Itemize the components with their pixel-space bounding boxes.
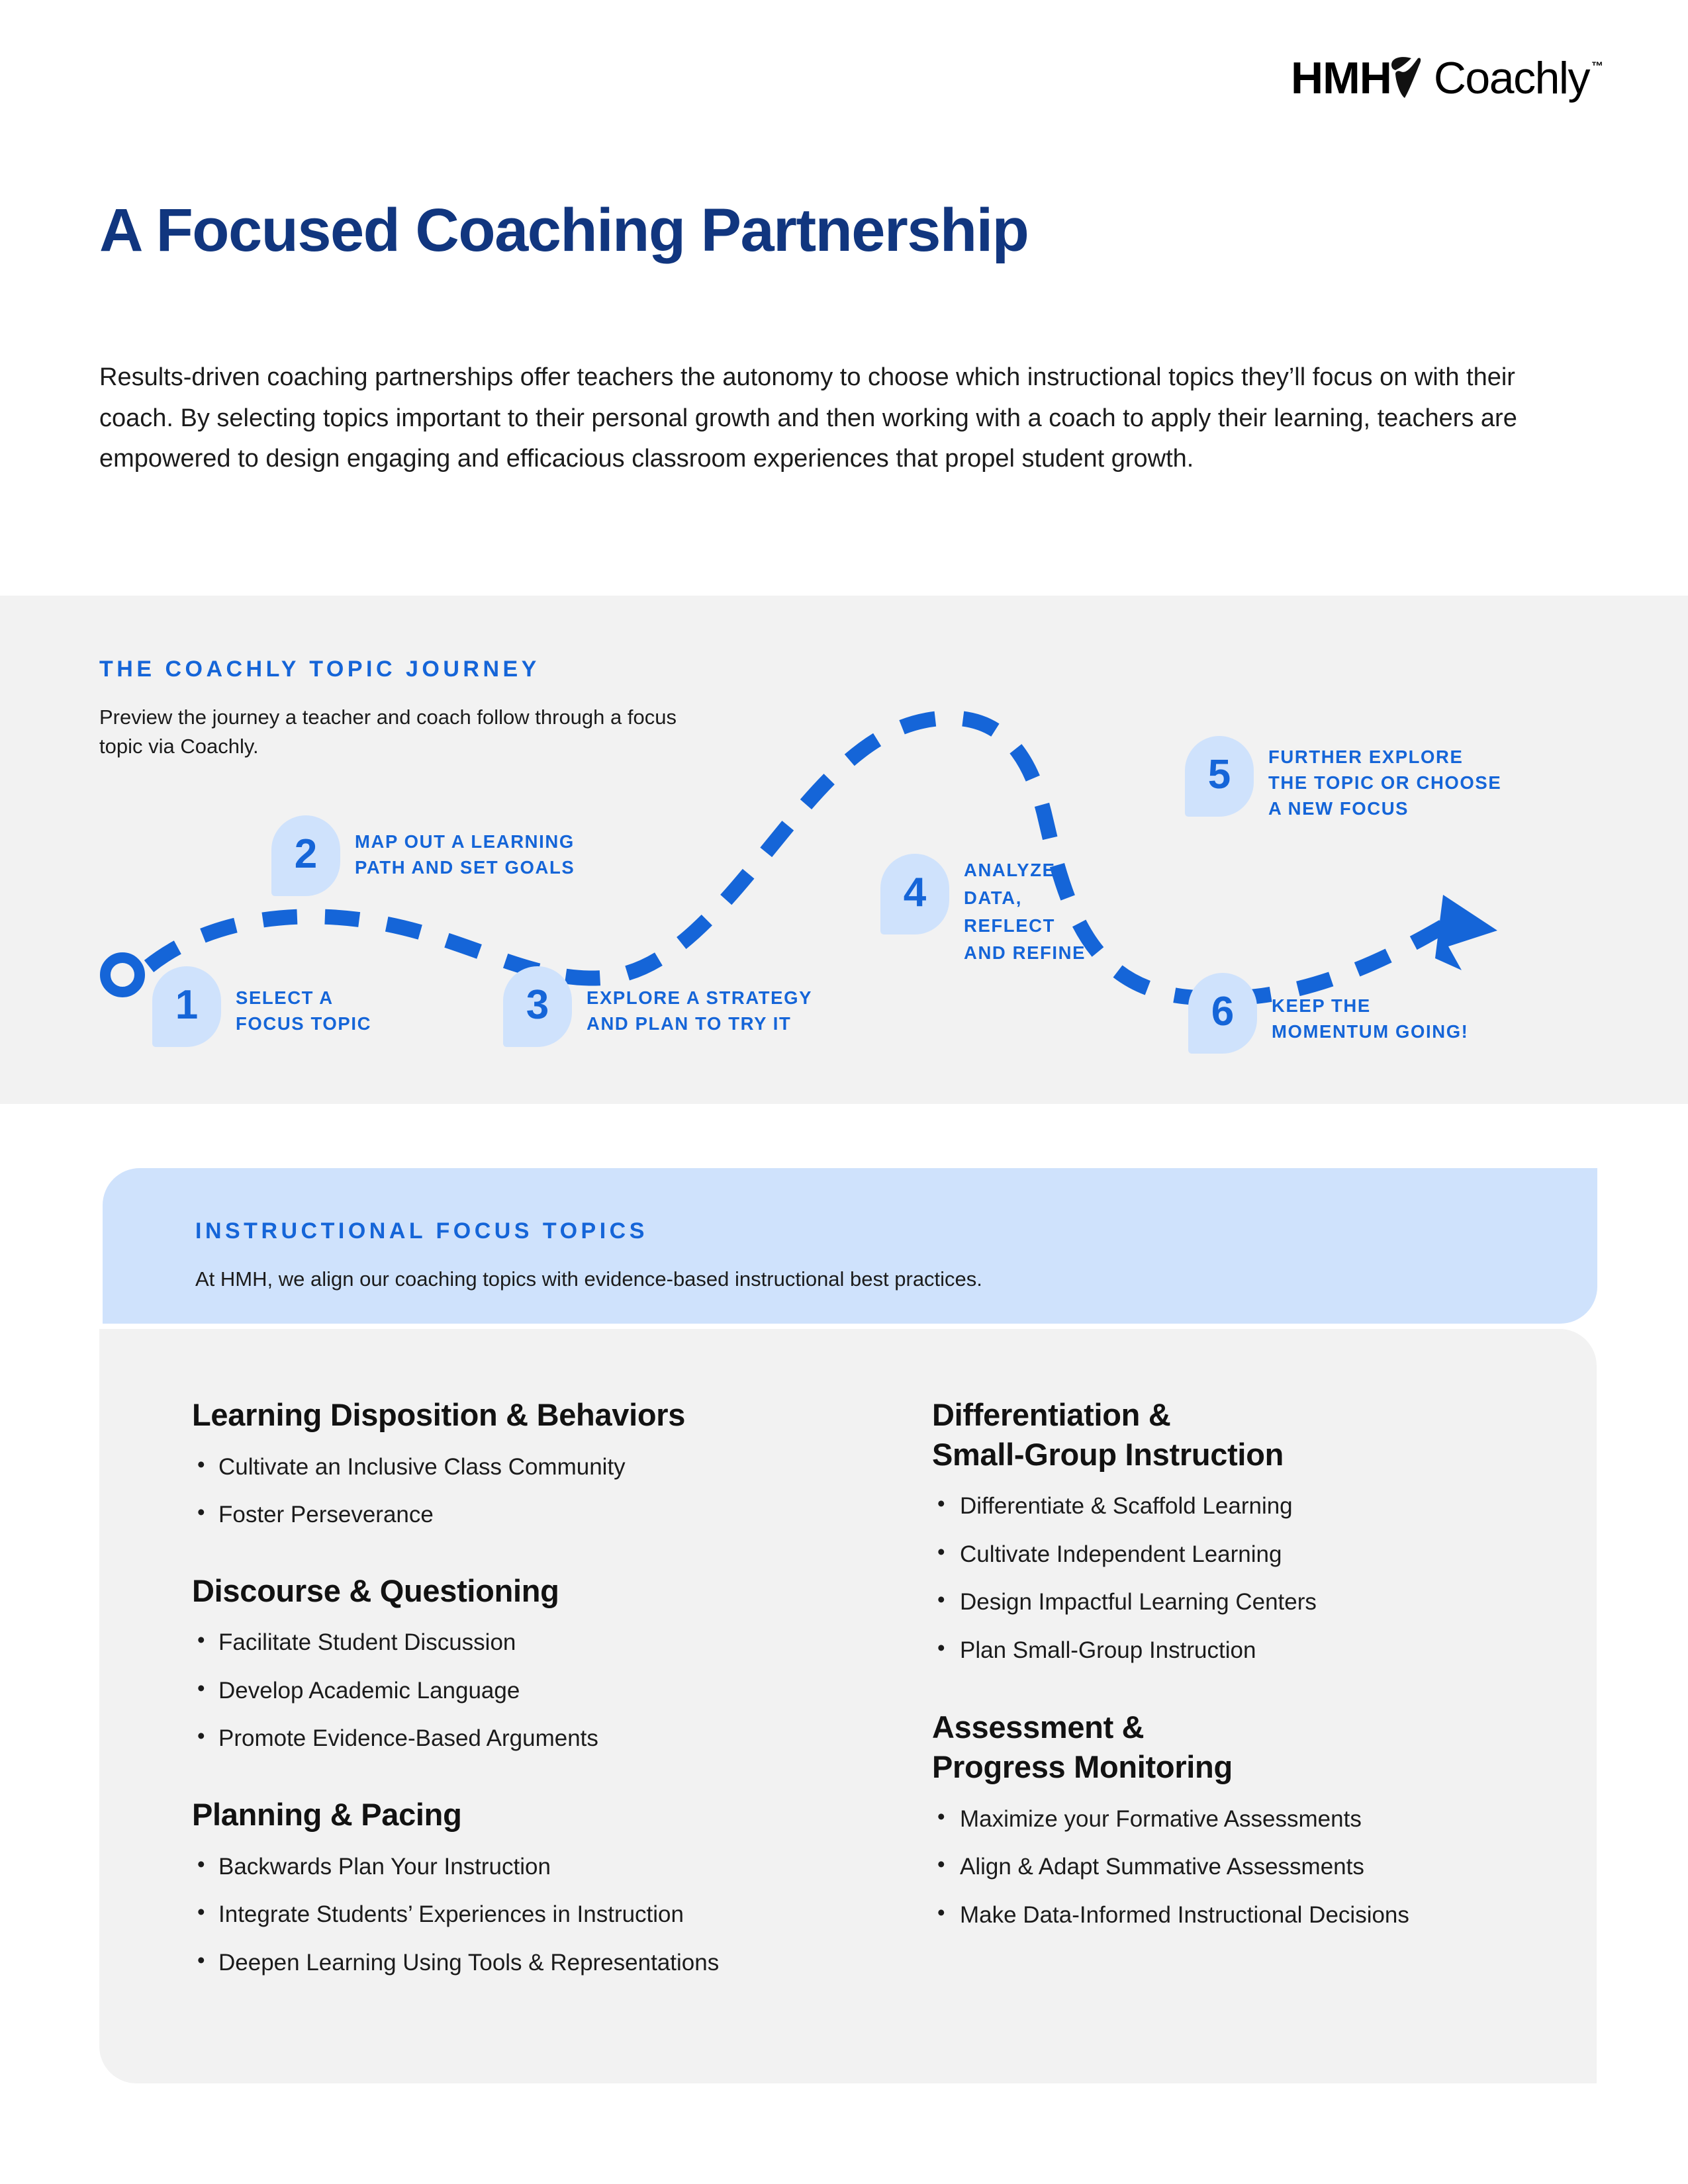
focus-topics-body-card: Learning Disposition & Behaviors Cultiva… [99, 1329, 1597, 2083]
step-number: 2 [294, 831, 318, 877]
step-label: ANALYZE DATA, REFLECT AND REFINE [964, 860, 1086, 964]
topic-item-list: Facilitate Student Discussion Develop Ac… [192, 1626, 880, 1754]
step-number-badge: 6 [1188, 973, 1257, 1054]
journey-kicker: THE COACHLY TOPIC JOURNEY [99, 657, 540, 682]
step-number-badge: 1 [152, 966, 221, 1047]
step-number-badge: 3 [503, 966, 572, 1047]
topic-heading: Discourse & Questioning [192, 1572, 559, 1608]
coachly-leaf-icon [1389, 54, 1423, 101]
list-item: Cultivate an Inclusive Class Community [192, 1451, 880, 1482]
step-number-badge: 4 [880, 854, 949, 934]
topic-group: Assessment & Progress Monitoring Maximiz… [932, 1707, 1594, 1930]
journey-path-diagram [100, 710, 1497, 1007]
topic-group: Differentiation & Small-Group Instructio… [932, 1395, 1594, 1665]
step-number: 1 [175, 982, 199, 1028]
topic-heading: Differentiation & Small-Group Instructio… [932, 1397, 1284, 1472]
journey-step-3[interactable]: 3 EXPLORE A STRATEGY AND PLAN TO TRY IT [503, 966, 812, 1047]
topic-heading: Learning Disposition & Behaviors [192, 1397, 686, 1432]
step-label: SELECT A FOCUS TOPIC [236, 987, 372, 1034]
list-item: Promote Evidence-Based Arguments [192, 1722, 880, 1754]
journey-step-5[interactable]: 5 FURTHER EXPLORE THE TOPIC OR CHOOSE A … [1185, 736, 1501, 821]
list-item: Develop Academic Language [192, 1674, 880, 1706]
topic-item-list: Backwards Plan Your Instruction Integrat… [192, 1850, 880, 1978]
list-item: Deepen Learning Using Tools & Representa… [192, 1946, 880, 1978]
hmh-coachly-logo: HMH Coachly ™ [1291, 56, 1603, 101]
focus-topics-subtitle: At HMH, we align our coaching topics wit… [195, 1267, 982, 1291]
step-number-badge: 2 [271, 815, 340, 896]
journey-step-1[interactable]: 1 SELECT A FOCUS TOPIC [152, 966, 371, 1047]
topic-group: Planning & Pacing Backwards Plan Your In… [192, 1795, 880, 1978]
focus-topics-kicker: INSTRUCTIONAL FOCUS TOPICS [195, 1218, 648, 1244]
logo-hmh-text: HMH [1290, 53, 1392, 103]
journey-step-4[interactable]: 4 ANALYZE DATA, REFLECT AND REFINE [880, 854, 1086, 967]
step-number: 6 [1211, 989, 1235, 1034]
journey-start-ring [100, 952, 145, 997]
step-number: 3 [526, 982, 549, 1028]
list-item: Design Impactful Learning Centers [932, 1586, 1594, 1617]
list-item: Align & Adapt Summative Assessments [932, 1850, 1594, 1882]
step-number: 5 [1207, 752, 1231, 797]
list-item: Cultivate Independent Learning [932, 1538, 1594, 1570]
journey-step-2[interactable]: 2 MAP OUT A LEARNING PATH AND SET GOALS [271, 815, 575, 896]
topic-item-list: Maximize your Formative Assessments Alig… [932, 1803, 1594, 1931]
journey-subtitle: Preview the journey a teacher and coach … [99, 705, 677, 758]
list-item: Plan Small-Group Instruction [932, 1634, 1594, 1666]
list-item: Differentiate & Scaffold Learning [932, 1490, 1594, 1522]
step-label: MAP OUT A LEARNING PATH AND SET GOALS [355, 831, 575, 878]
topic-group: Learning Disposition & Behaviors Cultiva… [192, 1395, 880, 1530]
topic-heading: Planning & Pacing [192, 1796, 462, 1832]
list-item: Facilitate Student Discussion [192, 1626, 880, 1658]
topic-item-list: Differentiate & Scaffold Learning Cultiv… [932, 1490, 1594, 1666]
step-label: EXPLORE A STRATEGY AND PLAN TO TRY IT [586, 987, 813, 1034]
list-item: Foster Perseverance [192, 1498, 880, 1530]
focus-topics-header-card: INSTRUCTIONAL FOCUS TOPICS At HMH, we al… [103, 1168, 1597, 1324]
intro-paragraph: Results-driven coaching partnerships off… [99, 363, 1517, 473]
journey-step-6[interactable]: 6 KEEP THE MOMENTUM GOING! [1188, 973, 1468, 1054]
list-item: Make Data-Informed Instructional Decisio… [932, 1899, 1594, 1931]
topics-column-left: Learning Disposition & Behaviors Cultiva… [192, 1395, 880, 2019]
step-label: KEEP THE MOMENTUM GOING! [1272, 995, 1469, 1042]
journey-arrow-icon [1435, 895, 1497, 970]
step-label: FURTHER EXPLORE THE TOPIC OR CHOOSE A NE… [1268, 747, 1502, 819]
step-number: 4 [903, 870, 927, 915]
journey-dashed-path [144, 710, 1447, 1007]
topic-group: Discourse & Questioning Facilitate Stude… [192, 1571, 880, 1754]
topics-column-right: Differentiation & Small-Group Instructio… [932, 1395, 1594, 1972]
list-item: Integrate Students’ Experiences in Instr… [192, 1898, 880, 1930]
topic-heading: Assessment & Progress Monitoring [932, 1709, 1233, 1785]
list-item: Maximize your Formative Assessments [932, 1803, 1594, 1835]
logo-trademark: ™ [1591, 60, 1603, 73]
list-item: Backwards Plan Your Instruction [192, 1850, 880, 1882]
logo-coachly-text: Coachly [1433, 53, 1591, 103]
topic-item-list: Cultivate an Inclusive Class Community F… [192, 1451, 880, 1530]
step-number-badge: 5 [1185, 736, 1254, 817]
page-title: A Focused Coaching Partnership [99, 197, 1029, 264]
